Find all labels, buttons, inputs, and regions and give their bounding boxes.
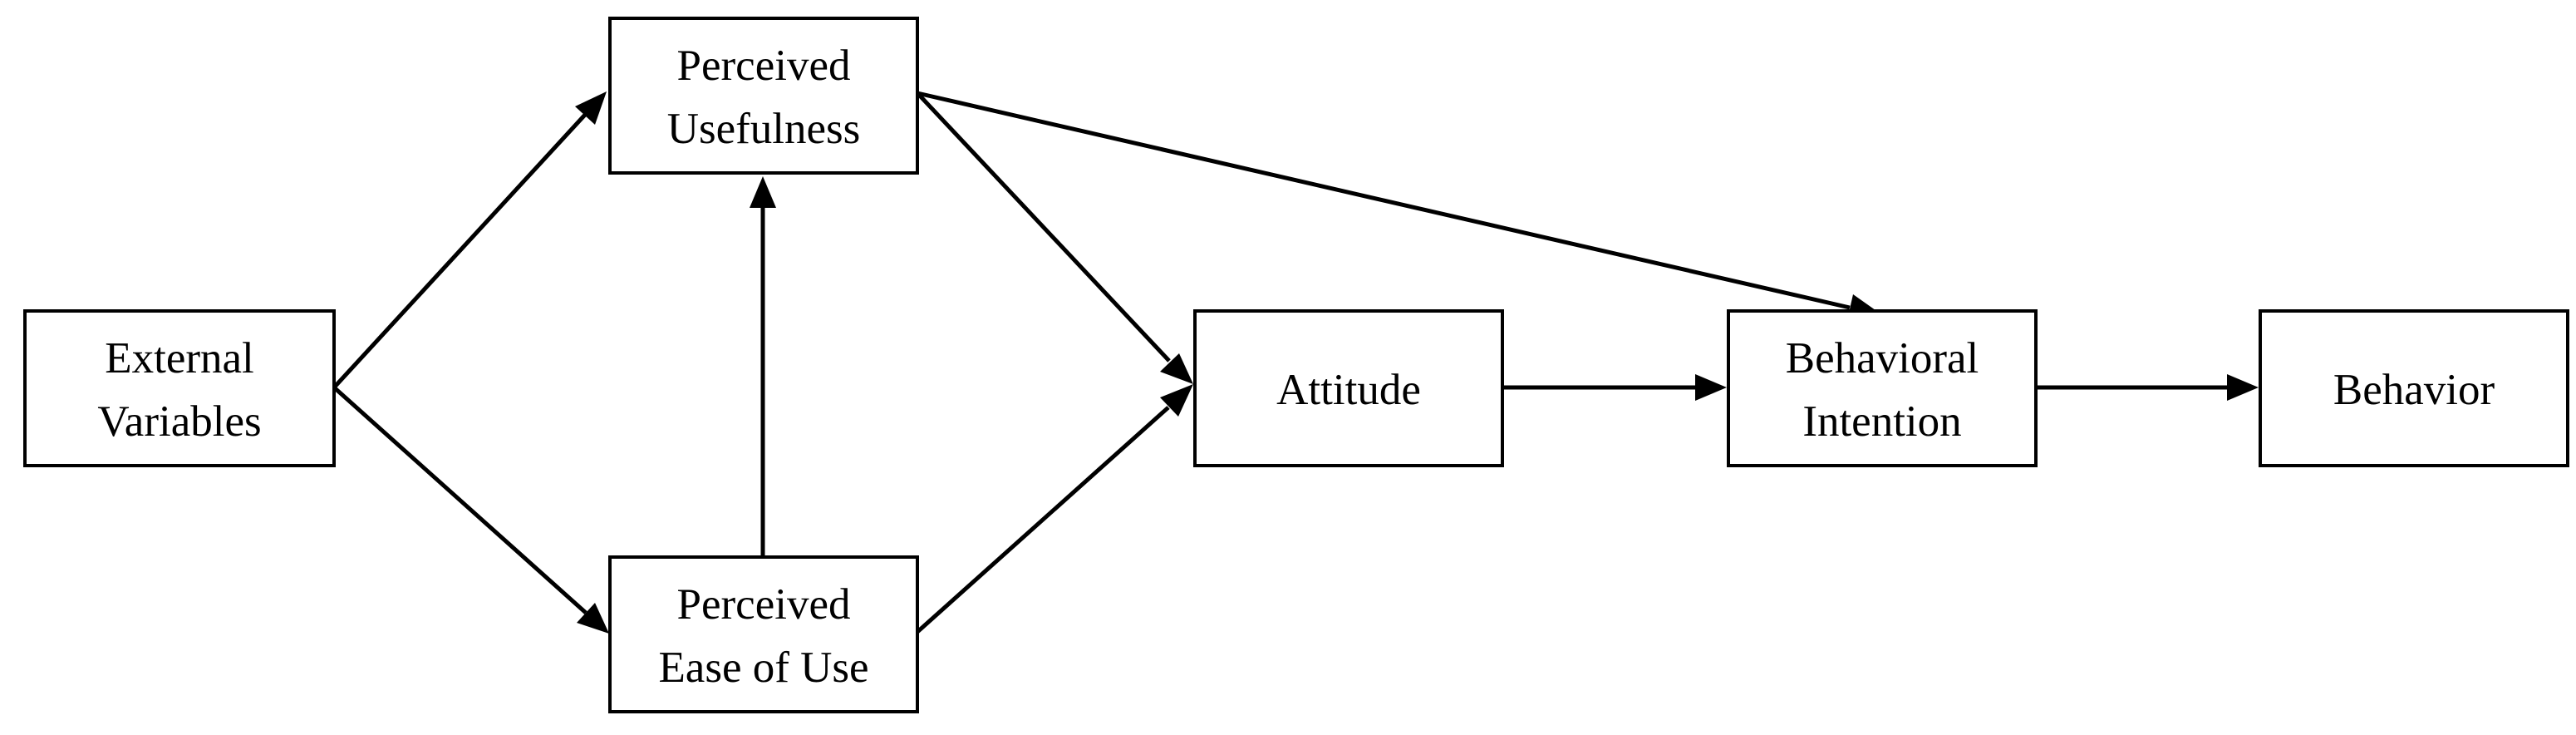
- edge-usefulness-to-intention: [917, 91, 1851, 310]
- arrowhead-usefulness-from-ease: [750, 176, 776, 208]
- label-behavior: Behavior: [2333, 366, 2495, 414]
- node-perceived-ease-of-use: Perceived Ease of Use: [608, 555, 919, 713]
- box-external-variables: [23, 309, 336, 467]
- label-external-variables-line1: External: [105, 334, 254, 382]
- box-attitude: [1193, 309, 1504, 467]
- edge-external-to-usefulness: [332, 113, 587, 389]
- edge-usefulness-to-attitude: [916, 91, 1171, 363]
- box-perceived-ease-of-use: [608, 555, 919, 713]
- node-perceived-usefulness: Perceived Usefulness: [608, 17, 919, 175]
- label-behavioral-intention-line1: Behavioral: [1786, 334, 1979, 382]
- arrowhead-ease-from-external: [577, 603, 609, 634]
- label-perceived-usefulness-line1: Perceived: [677, 42, 851, 90]
- box-behavioral-intention: [1727, 309, 2038, 467]
- box-perceived-usefulness: [608, 17, 919, 175]
- edge-ease-to-attitude: [916, 406, 1170, 634]
- node-behavior: Behavior: [2259, 309, 2569, 467]
- node-attitude: Attitude: [1193, 309, 1504, 467]
- arrowhead-intention-from-attitude: [1695, 374, 1727, 401]
- box-behavior: [2259, 309, 2569, 467]
- label-external-variables-line2: Variables: [97, 397, 261, 446]
- label-behavioral-intention-line2: Intention: [1802, 397, 1961, 446]
- label-attitude: Attitude: [1276, 366, 1421, 414]
- edges: [332, 91, 2259, 634]
- node-behavioral-intention: Behavioral Intention: [1727, 309, 2038, 467]
- label-perceived-ease-line2: Ease of Use: [658, 644, 868, 692]
- arrowhead-usefulness-from-external: [575, 91, 607, 125]
- edge-external-to-ease: [332, 386, 587, 614]
- arrowhead-attitude-from-usefulness: [1160, 353, 1193, 384]
- arrowhead-behavior-from-intention: [2227, 374, 2259, 401]
- node-external-variables: External Variables: [23, 309, 336, 467]
- label-perceived-usefulness-line2: Usefulness: [667, 105, 861, 153]
- arrowhead-attitude-from-ease: [1160, 384, 1193, 417]
- label-perceived-ease-line1: Perceived: [677, 580, 851, 629]
